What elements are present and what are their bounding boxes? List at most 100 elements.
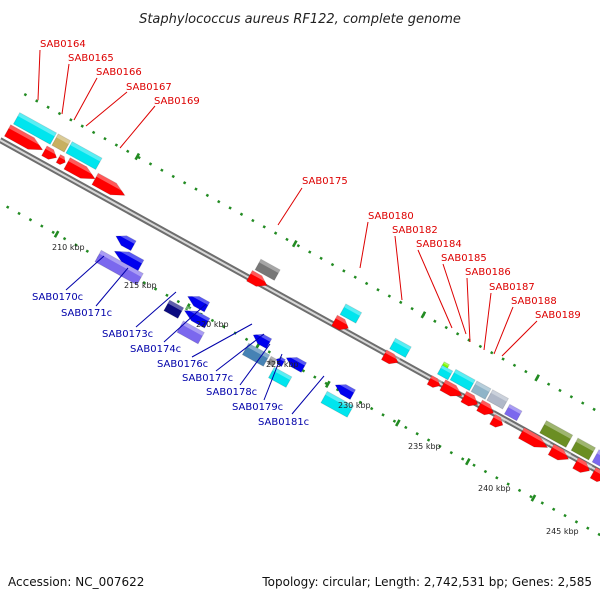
gene-label-sab0171c[interactable]: SAB0171c	[61, 308, 112, 319]
scale-dot	[142, 281, 146, 285]
gene-highlight	[490, 389, 509, 402]
scale-dot	[148, 162, 153, 166]
scale-dot	[376, 288, 380, 292]
scale-dot	[217, 199, 221, 204]
scale-dot	[551, 507, 556, 511]
scale-dot	[506, 482, 510, 486]
gene-label-sab0179c[interactable]: SAB0179c	[232, 402, 283, 413]
gene-label-sab0176c[interactable]: SAB0176c	[157, 359, 208, 370]
gene-label-sab0189[interactable]: SAB0189	[535, 310, 581, 321]
gene-label-sab0178c[interactable]: SAB0178c	[206, 387, 257, 398]
scale-dot	[69, 118, 73, 122]
gene-highlight	[68, 157, 99, 177]
gene-highlight	[480, 400, 497, 411]
gene-feature	[476, 399, 497, 416]
gene-feature	[115, 231, 137, 252]
gene-label-sab0185[interactable]: SAB0185	[441, 253, 487, 264]
major-tick	[420, 311, 427, 319]
scale-dot	[501, 357, 505, 361]
gene-highlight	[167, 300, 184, 312]
leader-line-forward	[119, 105, 156, 149]
leader-line-forward	[73, 77, 98, 121]
scale-dot	[381, 413, 385, 417]
gene-label-sab0187[interactable]: SAB0187	[489, 282, 535, 293]
gene-highlight	[325, 391, 354, 410]
gene-shape	[389, 337, 412, 359]
gene-shape	[254, 258, 281, 281]
scale-dot	[267, 350, 272, 354]
gene-label-sab0180[interactable]: SAB0180	[368, 211, 414, 222]
scale-dot	[460, 457, 465, 461]
scale-dot	[262, 225, 266, 229]
gene-label-sab0182[interactable]: SAB0182	[392, 225, 438, 236]
gene-label-sab0170c[interactable]: SAB0170c	[32, 292, 83, 303]
forward-gene-labels: SAB0164 SAB0165 SAB0166 SAB0167 SAB0169 …	[40, 39, 581, 321]
gene-highlight	[443, 361, 450, 367]
gene-feature	[91, 172, 128, 196]
leader-line-reverse	[65, 255, 105, 291]
major-tick	[324, 380, 331, 388]
tick-label-220: 220 kbp	[196, 320, 229, 329]
gene-label-sab0188[interactable]: SAB0188	[511, 296, 557, 307]
gene-feature	[449, 368, 476, 392]
scale-dot	[404, 425, 408, 430]
scale-dot	[153, 287, 158, 291]
major-tick	[291, 239, 298, 248]
gene-highlight	[508, 404, 522, 415]
scale-dot	[592, 407, 596, 412]
gene-feature	[275, 355, 286, 368]
gene-label-sab0174c[interactable]: SAB0174c	[130, 344, 181, 355]
gene-shape	[241, 342, 271, 367]
gene-feature	[334, 380, 357, 401]
gene-feature	[570, 437, 596, 461]
gene-label-sab0177c[interactable]: SAB0177c	[182, 373, 233, 384]
gene-feature	[547, 443, 572, 461]
scale-dot	[581, 401, 585, 405]
gene-shape	[252, 333, 273, 350]
scale-dot	[176, 299, 181, 304]
gene-highlight	[70, 141, 102, 162]
leader-line-forward	[61, 63, 70, 115]
gene-shape	[460, 390, 479, 407]
gene-feature	[320, 390, 355, 418]
gene-label-sab0173c[interactable]: SAB0173c	[102, 329, 153, 340]
gene-feature	[591, 449, 600, 469]
gene-shape	[380, 349, 399, 365]
gene-label-sab0186[interactable]: SAB0186	[465, 267, 511, 278]
gene-label-sab0181c[interactable]: SAB0181c	[258, 417, 309, 428]
scale-dot	[597, 532, 600, 537]
scale-dot	[455, 332, 460, 336]
gene-label-sab0165[interactable]: SAB0165	[68, 53, 114, 64]
gene-label-sab0169[interactable]: SAB0169	[154, 96, 200, 107]
scale-dot	[426, 438, 431, 442]
gene-shape	[94, 249, 144, 286]
gene-label-sab0175[interactable]: SAB0175	[302, 176, 348, 187]
tick-label-215: 215 kbp	[124, 281, 157, 290]
tick-label-240: 240 kbp	[478, 484, 511, 493]
scale-dot	[546, 382, 551, 386]
gene-label-sab0164[interactable]: SAB0164	[40, 39, 86, 50]
scale-dot	[296, 244, 301, 248]
scale-dot	[444, 325, 448, 330]
leader-line-forward	[359, 221, 369, 269]
scale-dot	[251, 218, 255, 223]
gene-label-sab0184[interactable]: SAB0184	[416, 239, 462, 250]
gene-feature	[3, 124, 46, 151]
gene-label-sab0166[interactable]: SAB0166	[96, 67, 142, 78]
scale-dot	[160, 168, 164, 172]
scale-dot	[415, 432, 419, 436]
gene-label-sab0167[interactable]: SAB0167	[126, 82, 172, 93]
gene-highlight	[575, 438, 596, 452]
scale-dot	[126, 149, 130, 154]
gene-feature	[517, 427, 551, 448]
leader-line-forward	[37, 49, 41, 101]
gene-feature	[252, 330, 273, 350]
gene-feature	[63, 157, 99, 180]
tick-label-225: 225 kbp	[266, 360, 299, 369]
gene-highlight	[393, 338, 412, 351]
gene-feature	[267, 366, 293, 388]
scale-dot	[244, 337, 249, 342]
leader-line-forward	[394, 235, 403, 301]
tick-label-245: 245 kbp	[546, 527, 579, 536]
